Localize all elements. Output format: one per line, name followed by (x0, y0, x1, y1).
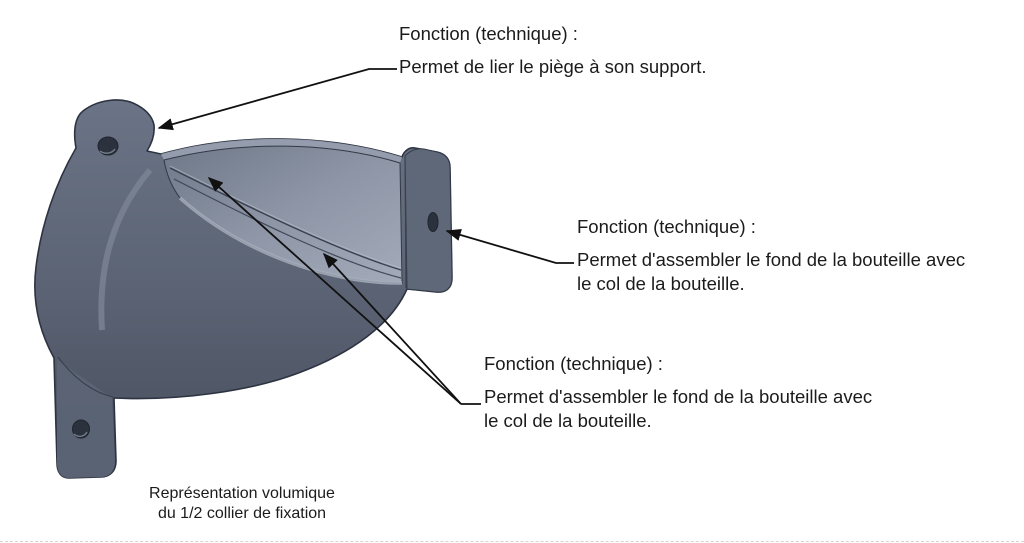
figure-caption: Représentation volumique du 1/2 collier … (118, 484, 366, 524)
annotation-support-title: Fonction (technique) : (399, 23, 578, 44)
left-rim-wrap (98, 168, 153, 331)
annotation-assembly-grooves-body: Permet d'assembler le fond de la bouteil… (484, 385, 872, 433)
top-rim-face (161, 138, 402, 163)
hole-bottom-tab-glint (73, 431, 88, 437)
groove-line-2 (173, 178, 402, 279)
hole-right-tab (427, 212, 439, 232)
annotation-assembly-grooves-body-line1: Permet d'assembler le fond de la bouteil… (484, 386, 873, 407)
right-tab-joint-edge (404, 157, 407, 289)
leader-groove-arrow-1 (207, 176, 462, 405)
leader-lines (157, 68, 574, 405)
annotation-support: Fonction (technique) : Permet de lier le… (399, 22, 706, 79)
leader-groove-arrow-2 (322, 252, 462, 405)
groove-line-1 (169, 167, 402, 271)
leader-right-tab-arrow (445, 229, 574, 264)
annotation-assembly-right: Fonction (technique) : Permet d'assemble… (577, 215, 965, 296)
annotation-support-body: Permet de lier le piège à son support. (399, 55, 706, 79)
annotation-support-body-line1: Permet de lier le piège à son support. (399, 56, 707, 77)
figure-caption-line1: Représentation volumique (149, 485, 335, 502)
annotation-assembly-grooves-title: Fonction (technique) : (484, 353, 663, 374)
figure-caption-line2: du 1/2 collier de fixation (157, 505, 327, 522)
annotation-assembly-grooves: Fonction (technique) : Permet d'assemble… (484, 352, 872, 433)
annotation-assembly-right-body-line2: le col de la bouteille. (577, 273, 745, 294)
annotation-assembly-right-title: Fonction (technique) : (577, 216, 756, 237)
hole-top-tab-glint (99, 148, 116, 154)
annotation-assembly-grooves-body-line2: le col de la bouteille. (484, 410, 652, 431)
leader-support-arrow (157, 68, 397, 131)
near-rim-edge (178, 196, 403, 285)
bottom-tab-joint-edge (57, 356, 114, 398)
groove-highlight (169, 165, 402, 269)
bottom-tab-face (57, 360, 115, 478)
annotation-assembly-right-body-line1: Permet d'assembler le fond de la bouteil… (577, 249, 966, 270)
annotation-assembly-right-body: Permet d'assembler le fond de la bouteil… (577, 248, 965, 296)
page-edge-line (0, 541, 1024, 542)
